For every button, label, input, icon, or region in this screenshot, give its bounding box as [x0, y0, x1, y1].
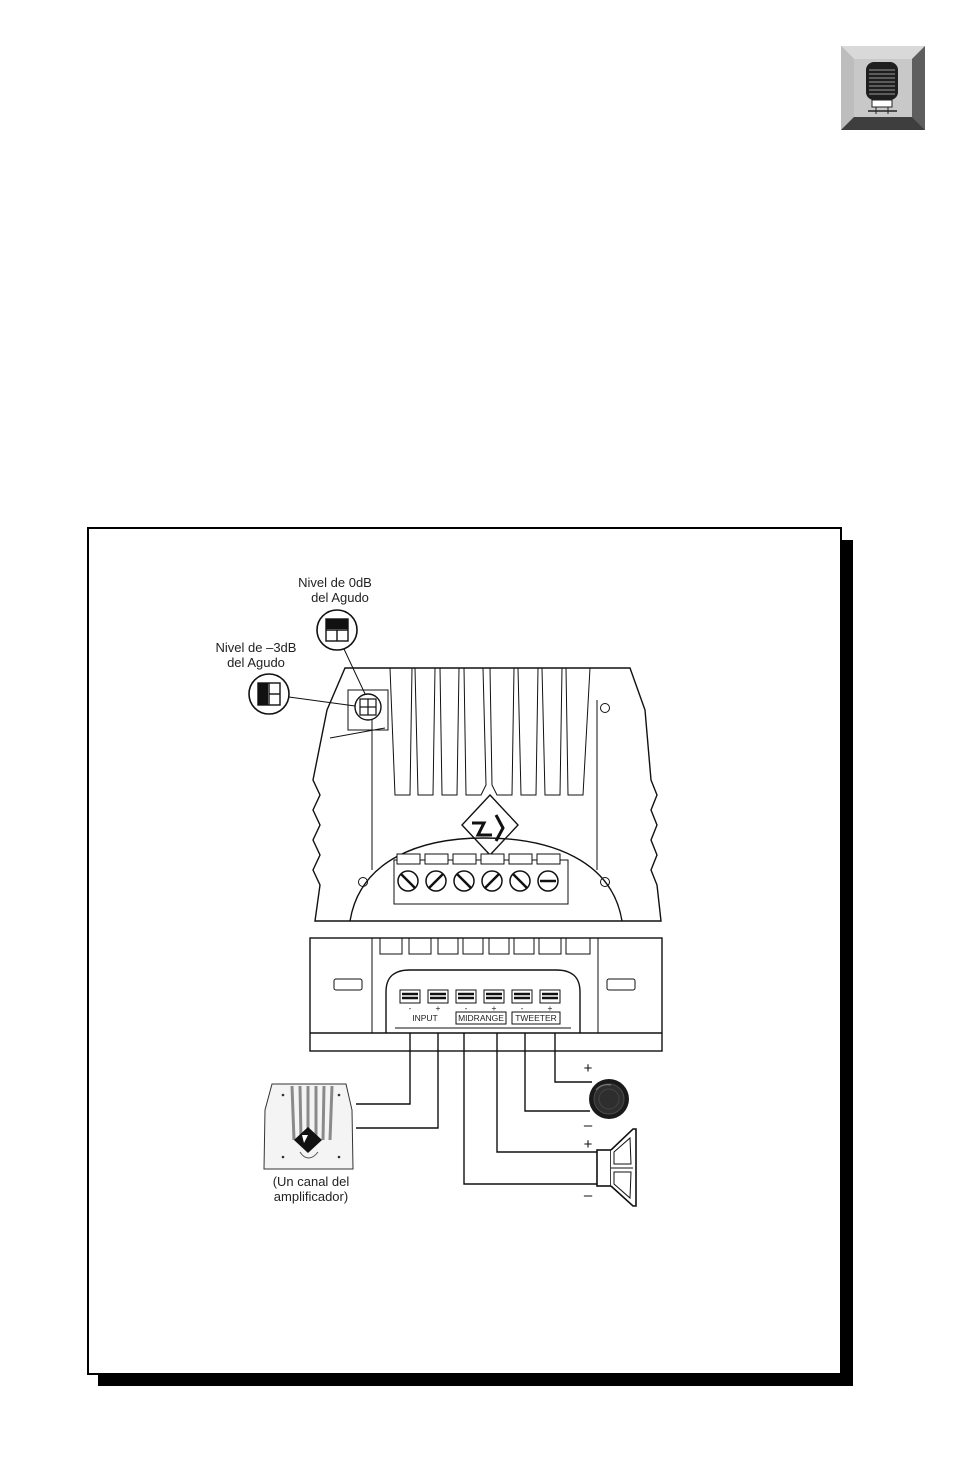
- jumper-0db-callout: Nivel de 0dB del Agudo: [298, 575, 372, 697]
- amplifier-label-line2: amplificador): [274, 1189, 348, 1204]
- amplifier-icon: [263, 1083, 354, 1170]
- terminal-sign: +: [436, 1003, 441, 1013]
- screw-terminals-top: [396, 853, 561, 892]
- brand-logo-icon: [461, 793, 519, 857]
- terminal-group-tweeter: TWEETER: [515, 1013, 557, 1023]
- woofer-plus-sign: +: [584, 1136, 593, 1153]
- tweeter-minus-sign: –: [584, 1117, 593, 1134]
- crossover-front-view: - + - + - + INPUT MIDRANGE TWEETER: [309, 937, 663, 1052]
- terminal-sign: -: [521, 1003, 524, 1013]
- level-minus3db-label-line1: Nivel de –3dB: [216, 640, 297, 655]
- diagram-frame: [87, 527, 842, 1375]
- terminal-sign: -: [409, 1003, 412, 1013]
- speaker-crossover-icon: [841, 46, 925, 130]
- woofer-icon: [596, 1128, 637, 1207]
- crossover-top-view: [312, 667, 662, 922]
- jumper-minus3db-callout: Nivel de –3dB del Agudo: [216, 640, 356, 715]
- woofer-minus-sign: –: [584, 1187, 593, 1204]
- tweeter-plus-sign: +: [584, 1060, 593, 1077]
- level-0db-label-line1: Nivel de 0dB: [298, 575, 372, 590]
- terminal-sign: +: [492, 1003, 497, 1013]
- level-minus3db-label-line2: del Agudo: [227, 655, 285, 670]
- terminal-sign: -: [465, 1003, 468, 1013]
- terminal-sign: +: [548, 1003, 553, 1013]
- terminal-group-midrange: MIDRANGE: [458, 1013, 504, 1023]
- terminal-polarity-signs: - + - + - +: [409, 1003, 553, 1013]
- terminal-group-input: INPUT: [412, 1013, 438, 1023]
- level-0db-label-line2: del Agudo: [311, 590, 369, 605]
- amplifier-label-line1: (Un canal del: [273, 1174, 350, 1189]
- jumper-selector: [354, 693, 382, 721]
- wiring: [356, 1033, 597, 1185]
- tweeter-icon: [589, 1079, 629, 1119]
